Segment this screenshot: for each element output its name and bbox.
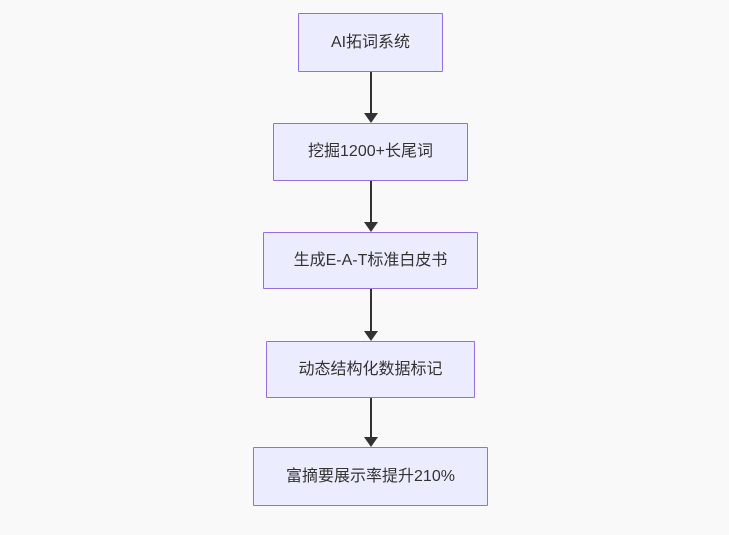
flow-node-mine-longtail-keywords: 挖掘1200+长尾词 — [273, 123, 468, 181]
arrow-line — [370, 289, 372, 334]
arrow-line — [370, 72, 372, 116]
arrow-head-down-icon — [364, 437, 378, 447]
flow-node-label: 动态结构化数据标记 — [298, 360, 443, 378]
arrow-head-down-icon — [364, 222, 378, 232]
flow-arrow-c-to-d — [363, 289, 379, 341]
flow-node-label: 挖掘1200+长尾词 — [308, 143, 433, 161]
flow-node-label: 生成E-A-T标准白皮书 — [293, 251, 448, 269]
flow-node-generate-eat-whitepaper: 生成E-A-T标准白皮书 — [263, 232, 478, 289]
flow-node-label: AI拓词系统 — [330, 33, 411, 51]
flow-node-dynamic-structured-data-markup: 动态结构化数据标记 — [266, 341, 475, 398]
arrow-line — [370, 398, 372, 440]
flow-node-ai-word-expansion-system: AI拓词系统 — [298, 13, 443, 72]
flow-arrow-d-to-e — [363, 398, 379, 447]
arrow-head-down-icon — [364, 331, 378, 341]
flow-node-label: 富摘要展示率提升210% — [286, 467, 455, 485]
flow-arrow-a-to-b — [363, 72, 379, 123]
flow-arrow-b-to-c — [363, 181, 379, 232]
arrow-head-down-icon — [364, 113, 378, 123]
arrow-line — [370, 181, 372, 225]
flow-node-rich-snippet-rate-increase: 富摘要展示率提升210% — [253, 447, 488, 506]
